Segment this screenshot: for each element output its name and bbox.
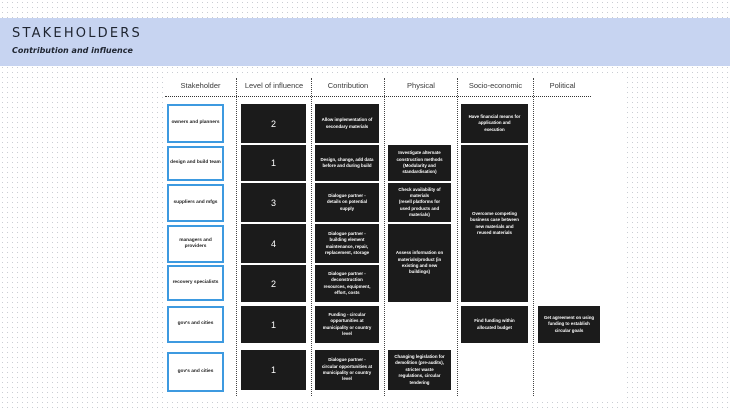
stakeholder-govs-cities: gov's and cities — [167, 352, 224, 392]
column-divider — [457, 78, 458, 396]
influence-level: 4 — [241, 224, 306, 263]
contribution-box: Design, change, add data before and duri… — [315, 145, 379, 181]
column-divider — [236, 78, 237, 396]
influence-level: 1 — [241, 145, 306, 181]
stakeholder-govs-cities: gov's and cities — [167, 306, 224, 343]
physical-box: Changing legislation for demolition (pre… — [388, 350, 451, 390]
influence-level: 2 — [241, 104, 306, 143]
contribution-box: Dialogue partner - deconstruction resour… — [315, 265, 379, 302]
physical-box: Check availability of materials (resell … — [388, 183, 451, 222]
header-divider — [165, 96, 591, 97]
socio-economic-box: Find funding within allocated budget — [461, 306, 528, 343]
stakeholder-owners-planners: owners and planners — [167, 104, 224, 143]
header-contribution: Contribution — [327, 81, 369, 90]
page-title: STAKEHOLDERS — [12, 26, 142, 41]
header-political: Political — [549, 81, 576, 90]
physical-box: Investigate alternate construction metho… — [388, 145, 451, 181]
header-level: Level of influence — [244, 81, 304, 90]
contribution-box: Funding - circular opportunities at muni… — [315, 306, 379, 343]
influence-level: 3 — [241, 183, 306, 222]
stakeholder-managers-providers: managers and providers — [167, 225, 224, 263]
political-box: Get agreement on using funding to establ… — [538, 306, 600, 343]
influence-level: 2 — [241, 265, 306, 302]
contribution-box: Dialogue partner - details on potential … — [315, 183, 379, 222]
column-divider — [533, 78, 534, 396]
stakeholder-suppliers-mfgs: suppliers and mfgs — [167, 184, 224, 222]
header-socio-economic: Socio-economic — [468, 81, 523, 90]
contribution-box: Dialogue partner - circular opportunitie… — [315, 350, 379, 390]
influence-level: 1 — [241, 306, 306, 343]
page-subtitle: Contribution and influence — [12, 46, 133, 55]
socio-economic-box: Overcome competing business case between… — [461, 145, 528, 302]
header-physical: Physical — [407, 81, 435, 90]
column-divider — [384, 78, 385, 396]
socio-economic-box: Have financial means for application and… — [461, 104, 528, 143]
title-banner: STAKEHOLDERS Contribution and influence — [0, 18, 730, 66]
stakeholder-recovery-specialists: recovery specialists — [167, 265, 224, 301]
influence-level: 1 — [241, 350, 306, 390]
contribution-box: Dialogue partner - building element main… — [315, 224, 379, 263]
column-divider — [311, 78, 312, 396]
contribution-box: Allow implementation of secondary materi… — [315, 104, 379, 143]
physical-box: Assess information on materials/product … — [388, 224, 451, 302]
stakeholder-design-build-team: design and build team — [167, 146, 224, 181]
header-stakeholder: Stakeholder — [180, 81, 221, 90]
